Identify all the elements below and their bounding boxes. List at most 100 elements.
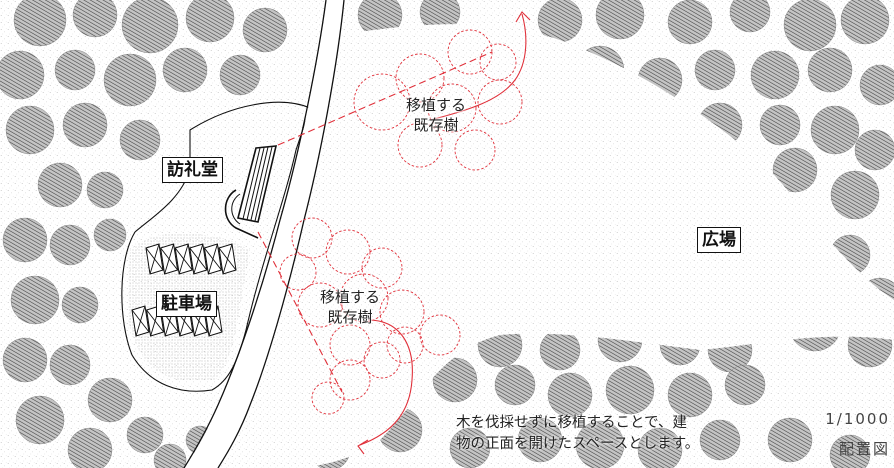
parking-stall-248-0 xyxy=(145,243,164,275)
tree-canopy-39 xyxy=(750,50,800,100)
tree-canopy-8 xyxy=(162,47,208,93)
parking-stall-248-4 xyxy=(203,243,222,275)
tree-canopy-20 xyxy=(2,337,48,383)
oratory-label: 訪礼堂 xyxy=(162,157,223,183)
tree-canopy-65 xyxy=(605,365,655,415)
tree-canopy-15 xyxy=(2,217,48,263)
parking-stall-248-2 xyxy=(174,243,193,275)
tree-canopy-47 xyxy=(854,129,894,171)
tree-canopy-17 xyxy=(93,218,127,252)
transplant-tree-3 xyxy=(353,73,411,131)
tree-canopy-70 xyxy=(517,417,563,463)
oratory-building xyxy=(224,145,278,239)
tree-canopy-19 xyxy=(61,286,99,324)
transplant-path-lower-line xyxy=(257,231,343,393)
transplant-tree-19 xyxy=(311,381,345,415)
tree-canopy-34 xyxy=(840,0,890,45)
tree-canopy-18 xyxy=(10,275,60,325)
transplant-tree-7 xyxy=(454,129,496,171)
transplant-tree-17 xyxy=(363,341,401,379)
tree-canopy-50 xyxy=(772,147,818,193)
tree-canopy-74 xyxy=(767,417,813,463)
parking-stall-248-1 xyxy=(160,243,179,275)
arrowhead-upper xyxy=(515,11,531,23)
tree-canopy-1 xyxy=(72,0,118,38)
plaza-label: 広場 xyxy=(697,227,741,253)
tree-canopy-41 xyxy=(859,64,894,106)
design-note-line2: 物の正面を開けたスペースとします。 xyxy=(456,436,700,452)
tree-canopy-46 xyxy=(810,105,860,155)
transplant-tree-15 xyxy=(419,314,461,356)
transplant-tree-16 xyxy=(329,324,371,366)
transplant-path-upper-curve xyxy=(429,13,527,121)
tree-canopy-4 xyxy=(242,7,288,53)
tree-canopy-12 xyxy=(119,119,161,161)
tree-canopy-21 xyxy=(49,344,91,386)
transplant-tree-20 xyxy=(386,326,424,364)
tree-canopy-11 xyxy=(62,102,108,148)
arrowhead-lower xyxy=(357,439,369,455)
tree-canopy-38 xyxy=(694,49,736,91)
tree-canopy-63 xyxy=(494,364,536,406)
tree-canopy-2 xyxy=(121,0,179,54)
tree-canopy-26 xyxy=(153,443,187,468)
parking-stall-310-0 xyxy=(131,305,150,337)
tree-canopy-45 xyxy=(759,104,801,146)
tree-canopy-75 xyxy=(829,434,871,468)
transplant-label-upper-line2: 既存樹 xyxy=(413,116,459,134)
design-note-line1: 木を伐採せずに移植することで、建 xyxy=(456,415,687,431)
tree-canopy-64 xyxy=(547,372,593,418)
tree-canopy-6 xyxy=(54,49,96,91)
tree-canopy-58 xyxy=(539,329,581,371)
transplant-paths xyxy=(257,11,531,455)
design-note: 木を伐採せずに移植することで、建 物の正面を開けたスペースとします。 xyxy=(456,413,699,455)
transplant-label-upper: 移植する 既存樹 xyxy=(398,95,474,135)
transplant-label-lower-line2: 既存樹 xyxy=(327,308,373,326)
tree-canopy-7 xyxy=(103,53,157,107)
transplant-tree-18 xyxy=(329,359,371,401)
tree-canopy-40 xyxy=(807,47,853,93)
transplant-tree-11 xyxy=(361,247,403,289)
transplant-label-upper-line1: 移植する xyxy=(405,96,466,114)
tree-canopy-14 xyxy=(86,171,124,209)
transplant-tree-2 xyxy=(395,53,445,103)
transplant-path-upper-main xyxy=(277,51,493,146)
transplant-tree-9 xyxy=(325,229,371,275)
tree-canopy-13 xyxy=(37,162,83,208)
tree-canopy-33 xyxy=(783,0,837,52)
tree-canopy-16 xyxy=(49,224,91,266)
tree-canopy-32 xyxy=(729,0,771,33)
transplant-tree-8 xyxy=(291,217,333,259)
scale-label: 1/1000 xyxy=(825,410,890,428)
plaza-clearing xyxy=(220,24,894,468)
tree-canopy-66 xyxy=(667,372,713,418)
tree-canopy-51 xyxy=(830,170,880,220)
parking-stall-248-3 xyxy=(189,243,208,275)
tree-canopy-23 xyxy=(15,395,65,445)
tree-canopy-73 xyxy=(699,419,741,461)
road-left-edge xyxy=(183,0,327,468)
tree-canopy-24 xyxy=(67,427,113,468)
tree-canopy-3 xyxy=(185,0,235,43)
transplant-tree-12 xyxy=(297,282,343,328)
tree-canopy-72 xyxy=(637,427,683,468)
tree-canopy-67 xyxy=(724,364,766,406)
road-right-edge xyxy=(217,0,345,468)
tree-canopy-22 xyxy=(87,377,133,423)
transplant-tree-14 xyxy=(379,289,425,335)
tree-canopy-30 xyxy=(595,0,645,40)
tree-canopy-5 xyxy=(0,50,45,100)
tree-canopy-0 xyxy=(13,0,67,47)
drawing-title: 配置図 xyxy=(838,440,890,458)
parking-stall-248-5 xyxy=(218,243,237,275)
tree-canopy-62 xyxy=(432,357,478,403)
transplant-tree-13 xyxy=(339,273,389,323)
transplant-path-lower-curve xyxy=(359,319,413,446)
transplant-tree-10 xyxy=(279,253,317,291)
tree-canopy-9 xyxy=(219,54,261,96)
tree-canopy-10 xyxy=(5,105,55,155)
tree-canopy-25 xyxy=(126,416,164,454)
parking-label: 駐車場 xyxy=(156,291,217,317)
tree-canopy-69 xyxy=(449,427,491,468)
